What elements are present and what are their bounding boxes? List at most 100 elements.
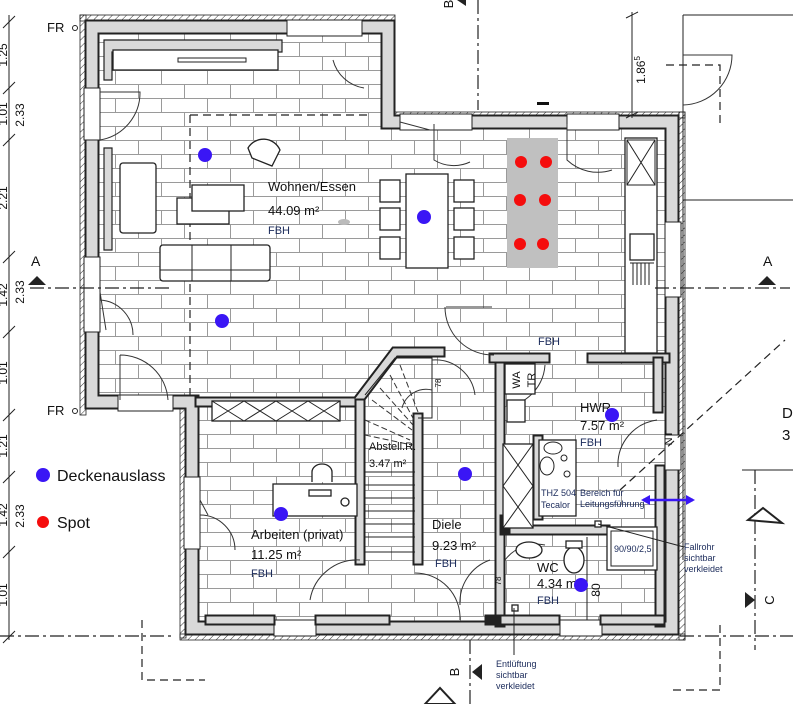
dim-outer-3: 2.33: [13, 504, 27, 528]
ceiling-outlet: [574, 578, 588, 592]
kitchen-island: [507, 138, 558, 268]
top-dimension: 1.865: [633, 56, 648, 84]
svg-text:FBH: FBH: [435, 558, 457, 570]
svg-text:FBH: FBH: [268, 225, 290, 237]
shower-label: 90/90/2,5: [614, 544, 652, 554]
spot: [514, 238, 526, 250]
room-diele: Diele 9.23 m² FBH: [432, 517, 477, 570]
ceiling-outlets: [198, 148, 619, 592]
svg-text:Abstell.R.: Abstell.R.: [369, 441, 416, 453]
svg-text:7.57 m²: 7.57 m²: [580, 418, 625, 433]
chair: [379, 179, 401, 203]
spot: [540, 156, 552, 168]
dim-7: 1.42: [0, 503, 10, 527]
door-width-80: 80: [589, 583, 603, 597]
legend-ceiling-outlet-label: Deckenauslass: [57, 468, 166, 485]
room-abstellraum: Abstell.R. 3.47 m²: [369, 441, 416, 470]
vent-label-2: sichtbar: [496, 670, 528, 680]
pipe-area-2: Leitungsführung: [580, 499, 645, 509]
utility-sink: [506, 399, 526, 423]
fr-label-top: FR: [47, 20, 64, 35]
ceiling-outlet: [605, 408, 619, 422]
thz-brand: Tecalor: [541, 500, 570, 510]
ceiling-outlet: [274, 507, 288, 521]
dim-outer-2: 2.33: [13, 280, 27, 304]
dim-3: 2.21: [0, 186, 10, 210]
chair: [379, 236, 401, 260]
legend: Deckenauslass Spot: [36, 468, 166, 532]
room-wc: WC 4.34 m² FBH: [537, 560, 582, 607]
tv: [177, 57, 247, 63]
floor-marker: [338, 219, 350, 225]
legend-spot-label: Spot: [57, 515, 90, 532]
svg-text:HWR: HWR: [580, 400, 611, 415]
svg-text:WC: WC: [537, 560, 559, 575]
dim-6: 1.21: [0, 434, 10, 458]
spot: [539, 194, 551, 206]
dim-8: 1.01: [0, 583, 10, 607]
kitchen-sink: [629, 233, 655, 261]
section-markers: A A B B C D 3: [28, 0, 793, 704]
door-width-78-stairs: 78: [434, 378, 443, 387]
office-chair: [311, 463, 333, 482]
dim-5: 1.01: [0, 361, 10, 385]
dim-4: 1.42: [0, 283, 10, 307]
toilet: [563, 546, 585, 574]
ceiling-outlet: [215, 314, 229, 328]
neighbor-d-label: D: [782, 405, 793, 422]
svg-text:44.09 m²: 44.09 m²: [268, 203, 320, 218]
section-a-left: A: [31, 253, 41, 269]
neighbor-d-number: 3: [782, 427, 790, 444]
vent-label-3: verkleidet: [496, 681, 535, 691]
chair: [453, 179, 475, 203]
room-arbeiten: Arbeiten (privat) 11.25 m² FBH: [251, 527, 343, 580]
svg-text:3.47 m²: 3.47 m²: [369, 458, 407, 470]
svg-text:1.865: 1.865: [633, 56, 648, 84]
dimension-chain-left: 1.25 1.01 2.21 1.42 1.01 1.21 1.42 1.01 …: [0, 15, 27, 644]
kitchen-heating-label: FBH: [538, 336, 560, 348]
sofa-single: [119, 162, 157, 234]
downpipe-label-1: Fallrohr: [684, 542, 715, 552]
open-space-boundary: [189, 114, 370, 395]
downpipe-label-3: verkleidet: [684, 564, 723, 574]
spot: [514, 194, 526, 206]
section-b-bottom: B: [447, 668, 462, 677]
fr-label-bottom: FR: [47, 403, 64, 418]
wa-label: WA: [511, 371, 523, 389]
shower: [606, 526, 658, 571]
svg-text:FBH: FBH: [580, 437, 602, 449]
room-wohnen-essen: Wohnen/Essen 44.09 m² FBH: [268, 179, 356, 237]
sofa: [159, 244, 271, 282]
spot: [515, 156, 527, 168]
legend-spot-icon: [37, 516, 49, 528]
svg-text:9.23 m²: 9.23 m²: [432, 538, 477, 553]
ceiling-outlet: [458, 467, 472, 481]
nt-label: NT: [663, 430, 675, 445]
chair: [379, 207, 401, 231]
armchair: [247, 138, 281, 167]
svg-text:Arbeiten (privat): Arbeiten (privat): [251, 527, 343, 542]
ceiling-outlet: [198, 148, 212, 162]
downpipe-label-2: sichtbar: [684, 553, 716, 563]
interior-walls: [194, 346, 671, 628]
chair: [453, 207, 475, 231]
furniture: [112, 49, 658, 620]
svg-text:Wohnen/Essen: Wohnen/Essen: [268, 179, 356, 194]
ceiling-outlet: [417, 210, 431, 224]
wc-sink: [515, 541, 543, 559]
room-hwr: HWR 7.57 m² FBH: [580, 400, 625, 449]
dim-1: 1.25: [0, 43, 10, 67]
staircase: [364, 357, 433, 553]
dim-outer-1: 2.33: [13, 103, 27, 127]
section-a-right: A: [763, 253, 773, 269]
svg-text:FBH: FBH: [537, 595, 559, 607]
cabinet: [502, 443, 534, 529]
fr-markers: FR FR: [47, 20, 78, 418]
vent-pipe: [511, 604, 519, 612]
pipe-area-1: Bereich für: [580, 488, 624, 498]
washer-dryer: [504, 363, 536, 395]
spots: [514, 156, 552, 250]
svg-text:FBH: FBH: [251, 568, 273, 580]
section-c: C: [762, 595, 777, 604]
